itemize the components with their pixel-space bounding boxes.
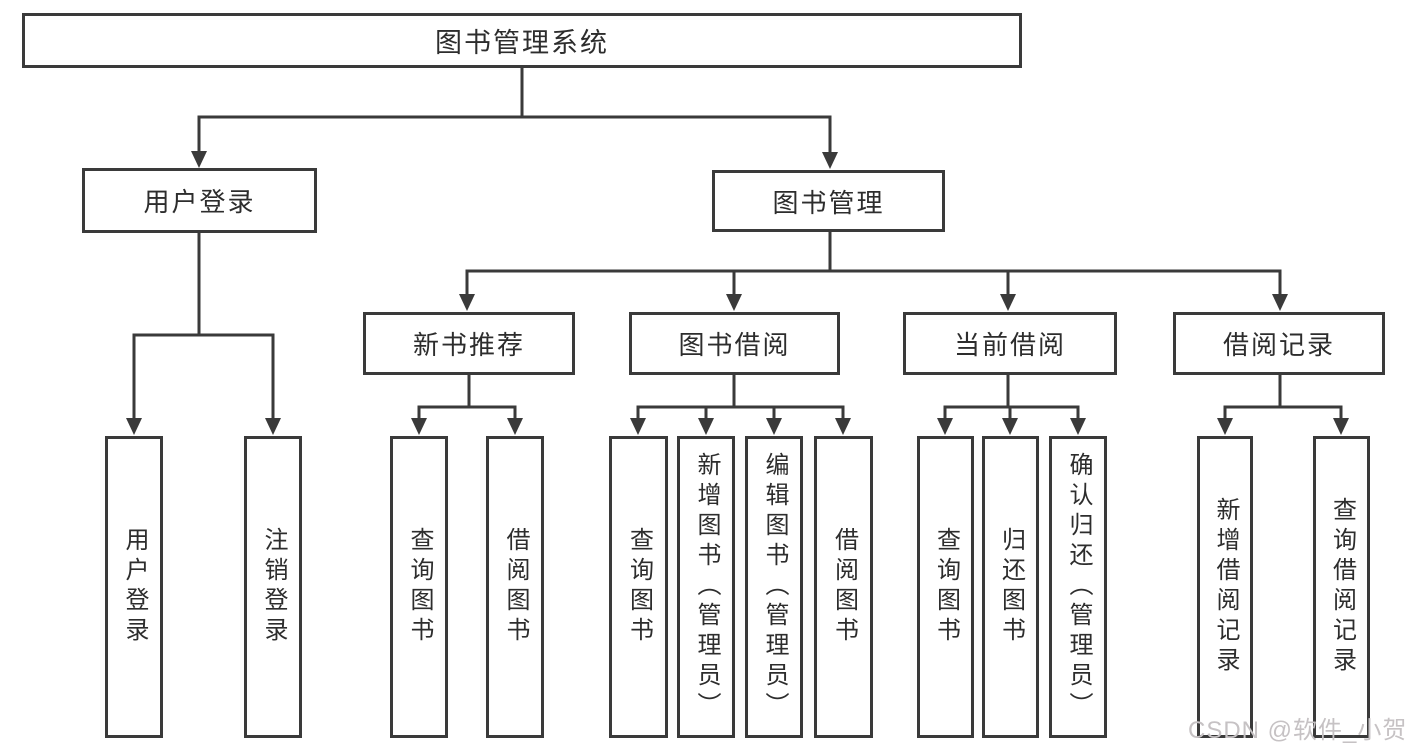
node-book-borrowing: 图书借阅 <box>629 312 840 375</box>
leaf-borrowing-borrow-books: 借阅图书 <box>814 436 873 738</box>
leaf-user-login-label: 用户登录 <box>121 527 148 647</box>
node-book-management: 图书管理 <box>712 170 945 232</box>
leaf-return-books: 归还图书 <box>982 436 1039 738</box>
leaf-add-borrow-record: 新增借阅记录 <box>1197 436 1253 738</box>
leaf-recommend-query-books: 查询图书 <box>390 436 448 738</box>
leaf-confirm-return-admin: 确认归还（管理员） <box>1049 436 1107 738</box>
leaf-edit-book-admin: 编辑图书（管理员） <box>745 436 803 738</box>
leaf-borrowing-query-books-label: 查询图书 <box>625 527 653 647</box>
leaf-borrowing-query-books: 查询图书 <box>609 436 668 738</box>
leaf-add-book-admin-label: 新增图书（管理员） <box>693 452 720 722</box>
node-current-borrowing: 当前借阅 <box>903 312 1117 375</box>
node-book-management-label: 图书管理 <box>772 187 885 218</box>
leaf-query-borrow-record: 查询借阅记录 <box>1313 436 1370 738</box>
leaf-recommend-borrow-books: 借阅图书 <box>486 436 544 738</box>
leaf-current-query-books-label: 查询图书 <box>932 527 960 647</box>
node-library-system-label: 图书管理系统 <box>435 28 609 58</box>
node-borrowing-records: 借阅记录 <box>1173 312 1385 375</box>
node-borrowing-records-label: 借阅记录 <box>1222 330 1335 360</box>
node-new-book-recommend: 新书推荐 <box>363 312 575 375</box>
leaf-logout-label: 注销登录 <box>260 527 287 647</box>
leaf-borrowing-borrow-books-label: 借阅图书 <box>830 527 858 647</box>
node-new-book-recommend-label: 新书推荐 <box>412 330 525 360</box>
leaf-recommend-query-books-label: 查询图书 <box>406 527 433 647</box>
node-current-borrowing-label: 当前借阅 <box>953 330 1066 360</box>
leaf-add-book-admin: 新增图书（管理员） <box>677 436 735 738</box>
leaf-add-borrow-record-label: 新增借阅记录 <box>1212 497 1239 677</box>
leaf-query-borrow-record-label: 查询借阅记录 <box>1328 497 1356 677</box>
leaf-logout: 注销登录 <box>244 436 302 738</box>
node-library-system: 图书管理系统 <box>22 13 1022 68</box>
node-user-login-label: 用户登录 <box>143 187 256 217</box>
node-book-borrowing-label: 图书借阅 <box>678 330 791 360</box>
leaf-current-query-books: 查询图书 <box>917 436 974 738</box>
leaf-return-books-label: 归还图书 <box>997 527 1025 647</box>
leaf-user-login: 用户登录 <box>105 436 163 738</box>
leaf-recommend-borrow-books-label: 借阅图书 <box>502 527 529 647</box>
csdn-watermark: CSDN @软件_小贺同学 <box>1188 717 1405 744</box>
node-user-login: 用户登录 <box>82 168 317 233</box>
leaf-edit-book-admin-label: 编辑图书（管理员） <box>761 452 788 722</box>
leaf-confirm-return-admin-label: 确认归还（管理员） <box>1065 452 1092 722</box>
